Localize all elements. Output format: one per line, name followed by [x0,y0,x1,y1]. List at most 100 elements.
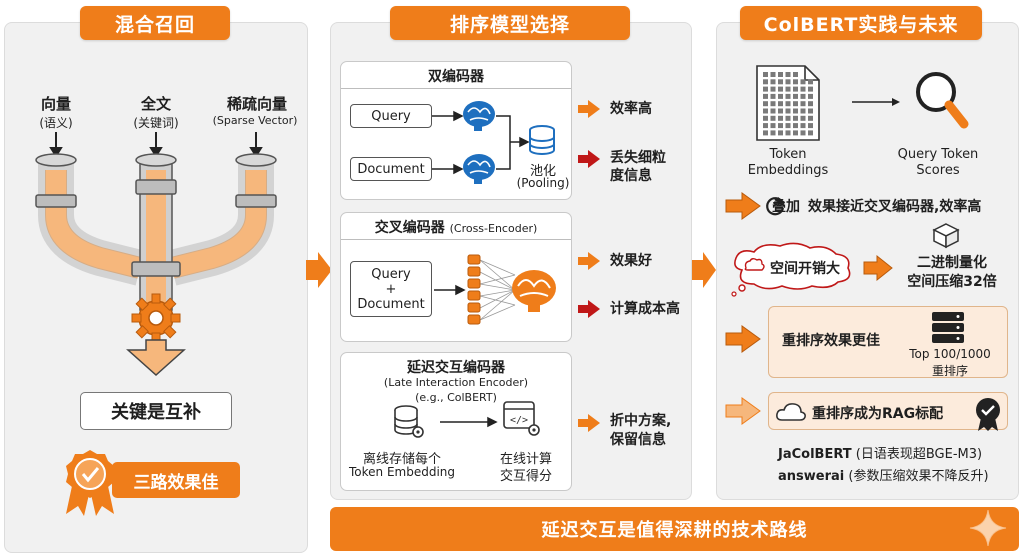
token-cell [770,108,776,114]
token-cell [763,115,768,121]
token-cell [800,130,806,136]
cross-input-box: Query + Document [350,261,432,317]
pipe-label-fulltext: 全文 [140,95,171,113]
binary-quantization-2: 空间压缩32倍 [907,274,997,290]
panel-title-hybrid-recall: 混合召回 [80,6,230,40]
online-compute-2: 交互得分 [499,469,552,484]
arrow-lose-detail [578,150,600,168]
token-cell [785,86,791,92]
card-title-cross-encoder: 交叉编码器 (Cross-Encoder) [374,220,538,236]
result-efficiency-high: 效率高 [610,101,652,117]
token-cell [763,86,768,92]
sparkle-icon [969,509,1007,547]
token-cell [808,93,813,99]
token-cell [778,72,783,77]
offline-storage-1: 离线存储每个 [362,452,441,467]
answerai-desc: (参数压缩效果不降反升) [848,469,989,484]
arrow-high-cost [578,300,600,318]
pipe-sub-fulltext: (关键词) [133,116,179,130]
pipe-sub-vector: (语义) [39,116,73,130]
token-cell [793,79,798,85]
token-embeddings-grid-icon [756,65,820,141]
rerank-better-text: 重排序效果更佳 [782,333,880,349]
token-cell [778,108,783,114]
pipes-merge-illustration [35,132,277,377]
token-cell [800,93,806,99]
answerai-name: answerai [778,469,845,484]
refresh-icon [766,197,785,216]
token-cell [785,101,791,107]
token-cell [778,101,783,107]
svg-text:</>: </> [510,415,528,426]
bi-document-box: Document [350,157,432,181]
token-cell [793,86,798,92]
rag-standard-text: 重排序成为RAG标配 [812,406,944,422]
token-cell [763,79,768,85]
token-cell [808,130,813,136]
pipe-sub-sparse: (Sparse Vector) [212,114,298,127]
result-high-cost: 计算成本高 [610,301,680,317]
token-cell [763,72,768,77]
token-cell [793,123,798,129]
token-cell [785,123,791,129]
jacolbert-desc: (日语表现超BGE-M3) [855,447,983,462]
thought-cloud-icon [731,242,851,297]
pipe-label-vector: 向量 [40,95,71,113]
arrow-binary [863,254,893,282]
token-cell [800,115,806,121]
bottom-banner-text: 延迟交互是值得深耕的技术路线 [541,520,808,541]
token-cell [770,86,776,92]
divider [341,239,571,240]
bottom-banner: 延迟交互是值得深耕的技术路线 [330,507,1019,551]
result-lose-detail-2: 度信息 [610,168,652,184]
server-stack-icon [932,312,964,343]
token-cell [785,93,791,99]
token-cell [800,86,806,92]
database-gear-icon [394,405,424,438]
result-compromise-1: 折中方案, [610,413,672,429]
offline-storage-2: Token Embedding [348,465,456,479]
online-compute-1: 在线计算 [499,452,552,467]
panel-title-ranking-models: 排序模型选择 [390,6,630,40]
token-cell [770,79,776,85]
card-title-bi-encoder: 双编码器 [428,69,484,85]
token-embeddings-label-2: Embeddings [747,163,829,178]
token-cell [793,72,798,77]
token-cell [793,115,798,121]
token-cell [785,115,791,121]
cross-encoder-network [434,254,556,325]
token-cell [793,108,798,114]
database-icon [529,125,555,155]
token-cell [770,72,776,77]
card-title-late-interaction-en: (Late Interaction Encoder) [383,376,529,389]
panel-title-colbert: ColBERT实践与未来 [740,6,982,40]
token-cell [808,123,813,129]
magnifier-icon [916,72,969,129]
arrow-left-to-middle [306,252,332,288]
token-cell [763,123,768,129]
token-cell [763,108,768,114]
badge-icon [66,450,114,516]
token-cell [778,115,783,121]
token-cell [793,130,798,136]
arrow-middle-to-right [692,252,716,288]
arrow-rag [725,397,761,425]
pipe-label-sparse: 稀疏向量 [226,95,287,113]
cross-plus: + [385,281,397,297]
arrow-efficiency-good [578,100,600,118]
token-cell [808,115,813,121]
token-cell [763,130,768,136]
late-interaction-flow: </> [394,401,540,438]
token-cell [785,130,791,136]
pooling-label: 池化 [529,164,556,179]
token-cell [778,123,783,129]
card-example-colbert: (e.g., ColBERT) [415,391,497,404]
card-title-late-interaction: 延迟交互编码器 [407,360,505,376]
token-cell [770,123,776,129]
token-cell [800,79,806,85]
token-cell [785,72,791,77]
rag-standard-box [768,392,1008,430]
bi-encoder-flow [432,101,555,184]
arrow-effect-good [578,252,600,270]
token-cell [800,108,806,114]
